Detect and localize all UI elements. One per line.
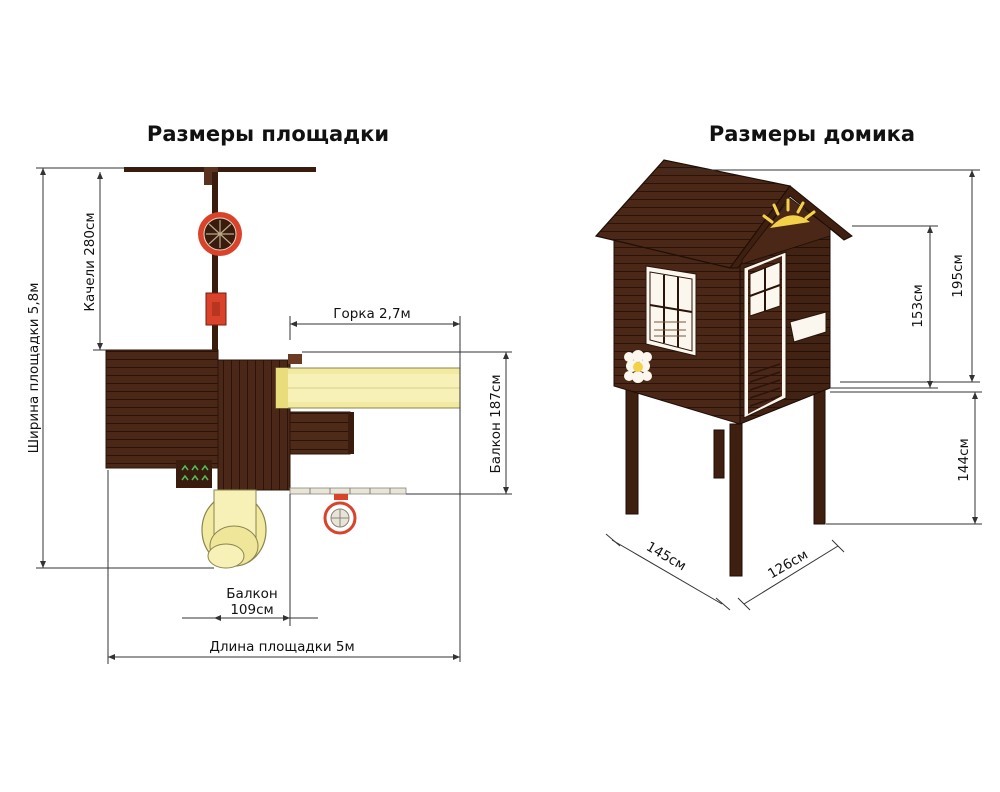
front-window — [645, 265, 697, 357]
ladder — [289, 487, 407, 500]
gable — [741, 197, 841, 265]
label-wall-height: 153см — [910, 284, 926, 327]
leg-front-right — [729, 423, 743, 577]
playground-title: Размеры площадки — [147, 122, 389, 146]
label-balcony-side: Балкон 187см — [488, 374, 504, 473]
playhouse: 195см 153см 144см 145см 126см — [594, 159, 982, 611]
door — [743, 251, 787, 419]
post-cap — [288, 354, 302, 364]
label-balcony-front-1: Балкон — [226, 586, 277, 602]
flower-box — [789, 311, 827, 343]
leg-back — [713, 429, 725, 479]
dim-depth-line — [611, 539, 723, 605]
house-title: Размеры домика — [709, 122, 915, 146]
slide — [275, 367, 461, 409]
swing-post — [212, 172, 218, 362]
label-slide: Горка 2,7м — [333, 306, 410, 322]
label-swing: Качели 280см — [82, 212, 98, 311]
seat-swing-inner — [212, 302, 220, 316]
playground-plan: Ширина площадки 5,8м Качели 280см Горка … — [26, 167, 512, 664]
tube-slide — [201, 489, 267, 569]
ring-swing — [323, 501, 357, 535]
sun-decal — [762, 198, 816, 228]
balcony-deck — [289, 411, 351, 455]
swing-beam — [124, 167, 316, 172]
climb-panel — [176, 460, 212, 488]
label-width: Ширина площадки 5,8м — [26, 283, 42, 454]
balcony-rail — [348, 412, 354, 454]
roof-panel — [105, 349, 219, 469]
label-total-height: 195см — [950, 254, 966, 297]
flower-decal — [624, 350, 652, 383]
nest-swing — [198, 212, 242, 256]
label-balcony-front-2: 109см — [230, 602, 273, 618]
leg-front-left — [625, 379, 639, 515]
label-depth: 145см — [643, 539, 689, 575]
label-length: Длина площадки 5м — [209, 639, 354, 655]
label-leg-height: 144см — [956, 438, 972, 481]
dim-width-line-house — [743, 545, 839, 605]
leg-right — [813, 387, 826, 525]
